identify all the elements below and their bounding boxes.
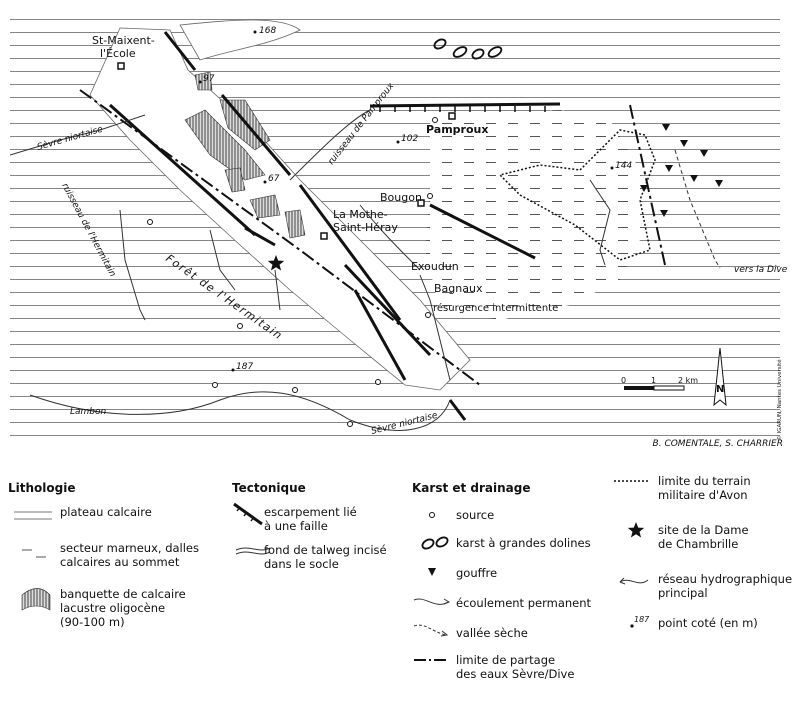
legend-reseau-2: principal (658, 586, 708, 600)
legend: Lithologie plateau calcaire secteur marn… (8, 474, 792, 681)
label-bougon: Bougon (380, 191, 422, 204)
dolines (433, 38, 503, 60)
svg-text:2 km: 2 km (678, 376, 698, 385)
credit: B. COMENTALE, S. CHARRIER (653, 439, 783, 449)
rivers (9, 109, 721, 431)
label-st-maixent-2: l'École (100, 47, 136, 60)
secteur-marneux-area (425, 110, 645, 320)
label-exoudun: Exoudun (411, 260, 459, 273)
spot-102: 102 (401, 134, 418, 144)
scale-bar: 0 1 2 km (621, 376, 698, 391)
legend-banquette-2: lacustre oligocène (60, 601, 165, 615)
spot-144: 144 (615, 161, 632, 171)
legend-partage-1: limite de partage (456, 653, 555, 667)
legend-source: source (456, 508, 494, 522)
legend-banquette-1: banquette de calcaire (60, 587, 186, 601)
label-bagnaux: Bagnaux (434, 282, 483, 295)
svg-text:0: 0 (621, 376, 626, 385)
label-st-maixent-1: St-Maixent- (92, 34, 155, 47)
legend-talweg-2: dans le socle (264, 557, 339, 571)
legend-militaire-1: limite du terrain (658, 474, 751, 488)
legend-partage-2: des eaux Sèvre/Dive (456, 667, 574, 681)
label-pamproux: Pamproux (426, 123, 488, 136)
spot-97: 97 (203, 74, 215, 84)
svg-text:N: N (716, 384, 724, 395)
legend-banquette-3: (90-100 m) (60, 615, 125, 629)
label-resurgence: résurgence intermittente (433, 302, 558, 314)
towns (117, 62, 456, 240)
legend-dolines: karst à grandes dolines (456, 536, 591, 550)
legend-spot-example: 187 (634, 615, 650, 624)
label-lambon: Lambon (70, 407, 107, 417)
legend-tectonique-title: Tectonique (232, 481, 306, 495)
label-vers-la-dive: vers la Dive (734, 265, 788, 275)
military-boundary (498, 129, 656, 261)
dame-de-chambrille-star (267, 255, 285, 271)
legend-reseau-1: réseau hydrographique (658, 572, 792, 586)
sources (147, 117, 438, 427)
legend-karst-title: Karst et drainage (412, 481, 531, 495)
legend-marneux-2: calcaires au sommet (60, 555, 180, 569)
gouffres (640, 124, 723, 217)
label-la-mothe-2: Saint-Héray (333, 221, 398, 234)
legend-marneux-1: secteur marneux, dalles (60, 541, 199, 555)
legend-militaire-2: militaire d'Avon (658, 488, 748, 502)
copyright: © IGARUN, Nantes Université (776, 359, 783, 441)
legend-gouffre: gouffre (456, 566, 497, 580)
fault-escarpments (108, 31, 561, 421)
label-la-mothe-1: La Mothe- (333, 208, 388, 221)
spot-height-dots (198, 30, 614, 372)
svg-text:1: 1 (651, 376, 656, 385)
legend-point-cote: point coté (en m) (658, 616, 758, 630)
spot-187: 187 (236, 362, 253, 372)
fault-ticks (379, 106, 546, 112)
legend-lithologie-title: Lithologie (8, 481, 75, 495)
legend-escarpement-1: escarpement lié (264, 505, 357, 519)
legend-plateau: plateau calcaire (60, 505, 152, 519)
spot-67: 67 (268, 174, 280, 184)
legend-escarpement-2: à une faille (264, 519, 328, 533)
map: St-Maixent- l'École Pamproux La Mothe- S… (9, 14, 788, 449)
legend-talweg-1: fond de talweg incisé (264, 543, 387, 557)
north-arrow: N (713, 347, 727, 407)
legend-dame-2: de Chambrille (658, 537, 738, 551)
legend-ecoulement: écoulement permanent (456, 596, 592, 610)
banquettes-oligocene (184, 71, 306, 239)
legend-vallee-seche: vallée sèche (456, 626, 528, 640)
spot-168: 168 (259, 26, 276, 36)
legend-dame-1: site de la Dame (658, 523, 749, 537)
